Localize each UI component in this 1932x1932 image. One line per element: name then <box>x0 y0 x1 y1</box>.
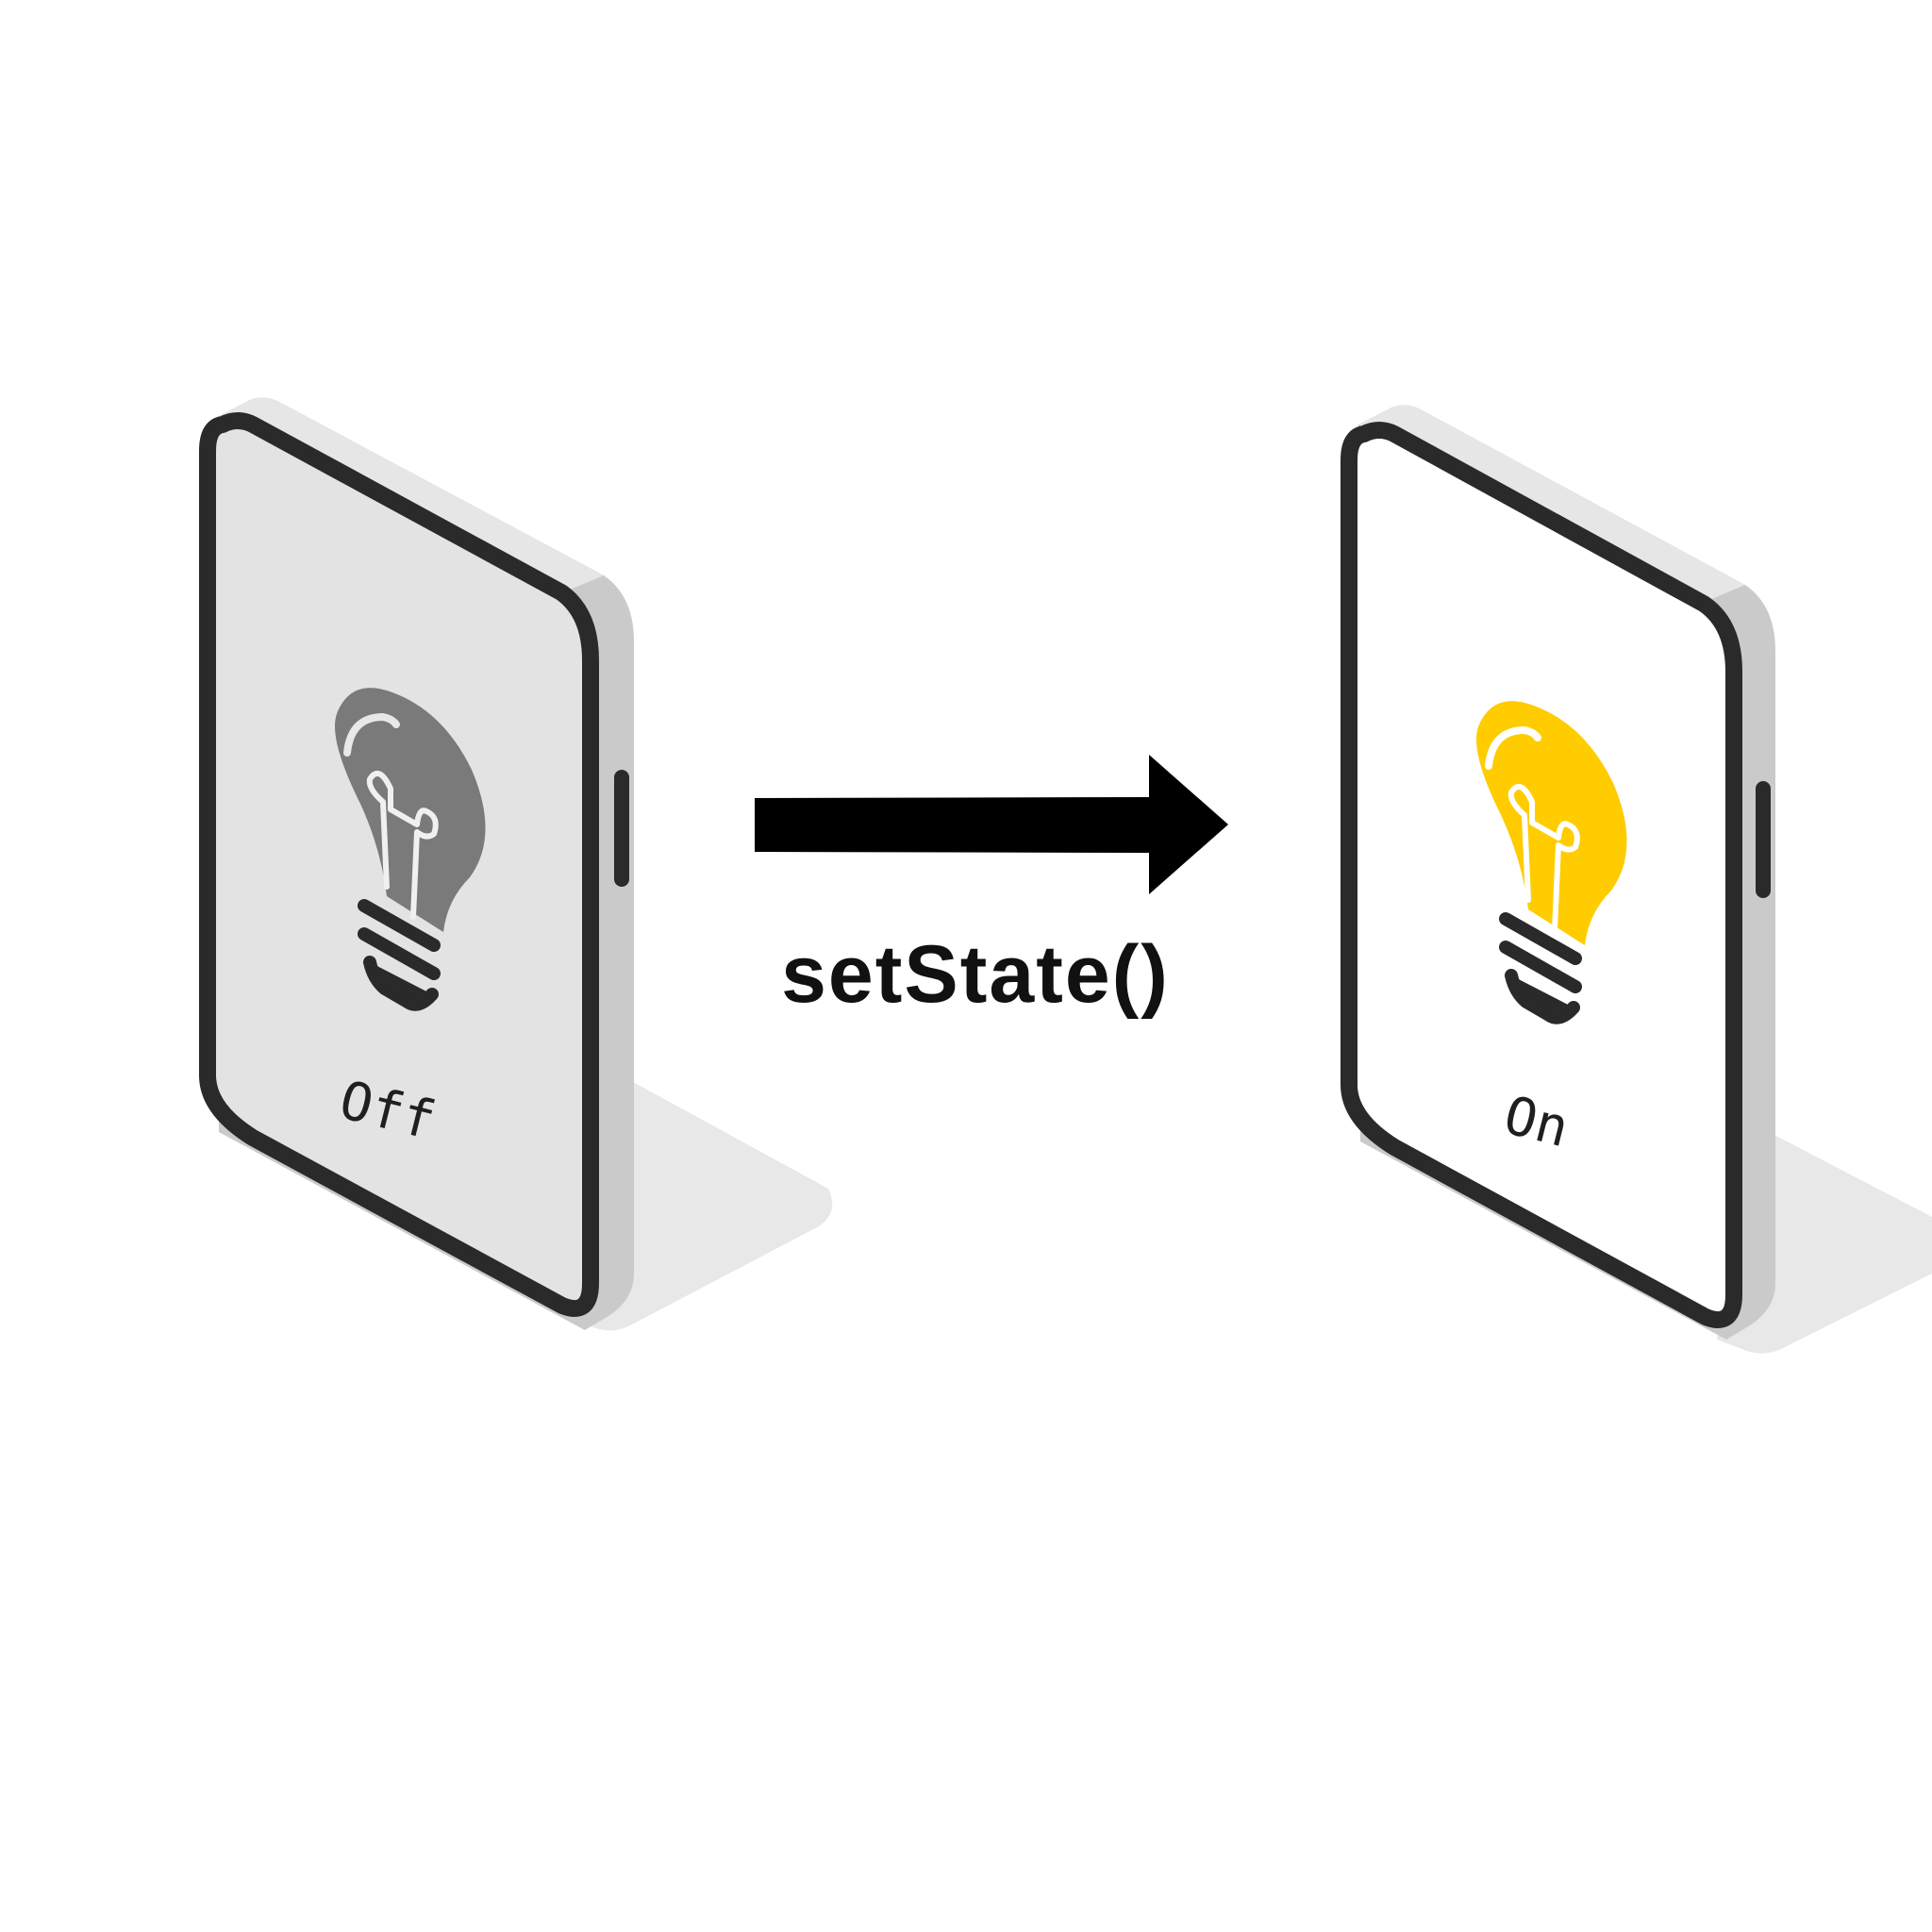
phone-off-top-edge <box>217 397 604 591</box>
lightbulb-off-icon <box>335 688 486 1005</box>
transition-method-label: setState() <box>781 929 1170 1020</box>
phone-on-side-button <box>1756 781 1771 898</box>
phone-on: On <box>1341 405 1932 1354</box>
phone-off: Off <box>199 397 833 1331</box>
phone-off-side-button <box>614 770 629 887</box>
phone-on-top-edge <box>1358 405 1745 600</box>
arrow-right-icon <box>755 755 1228 894</box>
lightbulb-on-icon <box>1476 701 1627 1018</box>
transition-arrow: setState() <box>755 755 1228 1020</box>
phone-on-label: On <box>1498 1085 1574 1159</box>
